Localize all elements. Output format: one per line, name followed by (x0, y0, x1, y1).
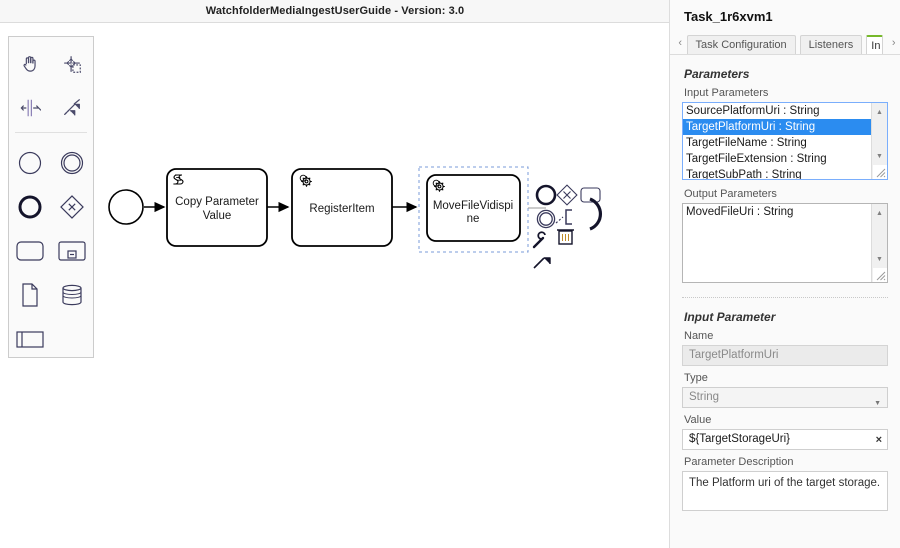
description-label: Parameter Description (684, 456, 794, 468)
task-shape-copy-parameter-value[interactable]: Copy Parameter Value (166, 168, 268, 247)
task-shape-registeritem[interactable]: RegisterItem (291, 168, 393, 247)
tab-listeners[interactable]: Listeners (799, 35, 863, 54)
svg-text:Value: Value (203, 210, 232, 222)
space-tool-icon[interactable] (9, 86, 51, 130)
service-task-icon (299, 174, 312, 187)
script-task-icon (173, 174, 184, 185)
start-event-icon[interactable] (9, 141, 51, 185)
list-item[interactable]: TargetPlatformUri : String (683, 119, 871, 135)
input-list-scrollbar[interactable]: ▲ ▼ (871, 103, 887, 179)
list-item[interactable]: TargetSubPath : String (686, 169, 802, 180)
tab-task-configuration[interactable]: Task Configuration (686, 35, 796, 54)
chevron-down-icon: ▼ (874, 400, 881, 407)
section-separator (682, 297, 888, 298)
tab-scroll-prev[interactable]: ‹ (678, 37, 683, 49)
list-item[interactable]: TargetFileName : String (686, 137, 807, 149)
delete-icon[interactable] (557, 229, 574, 245)
tab-input-output[interactable]: In (866, 35, 884, 54)
panel-divider (669, 0, 670, 548)
lasso-tool-icon[interactable] (51, 42, 93, 86)
hand-tool-icon[interactable] (9, 42, 51, 86)
name-field[interactable]: TargetPlatformUri (682, 345, 888, 366)
svg-text:ne: ne (467, 213, 480, 225)
element-id-title: Task_1r6xvm1 (684, 9, 773, 24)
parameters-heading: Parameters (684, 67, 750, 81)
task-label: RegisterItem (309, 203, 374, 215)
type-select-value: String (689, 391, 720, 403)
output-parameters-list[interactable]: MovedFileUri : String ▲ ▼ (682, 203, 888, 283)
name-label: Name (684, 330, 714, 342)
output-list-scrollbar[interactable]: ▲ ▼ (871, 204, 887, 282)
page-title: WatchfolderMediaIngestUserGuide - Versio… (205, 5, 465, 17)
task-icon[interactable] (9, 229, 51, 273)
properties-tabbar: ‹ Task Configuration Listeners In › (670, 30, 900, 55)
clear-icon[interactable]: × (875, 434, 882, 446)
output-parameters-label: Output Parameters (684, 188, 777, 200)
description-textarea[interactable]: The Platform uri of the target storage. (682, 471, 888, 511)
list-item[interactable]: TargetFileExtension : String (686, 153, 827, 165)
context-pad[interactable] (528, 184, 603, 269)
global-connect-icon[interactable] (533, 257, 551, 269)
value-field-text: ${TargetStorageUri} (689, 433, 791, 445)
data-store-icon[interactable] (51, 273, 93, 317)
type-label: Type (684, 372, 708, 384)
start-event-shape[interactable] (108, 189, 144, 225)
resize-grip-icon[interactable] (873, 268, 887, 282)
scroll-up-icon[interactable]: ▲ (876, 108, 883, 116)
data-object-icon[interactable] (9, 273, 51, 317)
input-parameters-label: Input Parameters (684, 87, 769, 99)
value-label: Value (684, 414, 712, 426)
type-select[interactable]: String ▼ (682, 387, 888, 408)
connect-icon[interactable] (589, 197, 603, 231)
diagram-canvas[interactable]: Copy Parameter Value RegisterItem (0, 23, 669, 548)
bpmn-palette (8, 36, 94, 358)
palette-divider (15, 132, 87, 133)
resize-grip-icon[interactable] (873, 165, 887, 179)
subprocess-icon[interactable] (51, 229, 93, 273)
append-end-event-icon[interactable] (535, 184, 557, 206)
append-gateway-icon[interactable] (556, 184, 578, 206)
append-text-annotation-icon[interactable] (555, 216, 564, 224)
scroll-down-icon[interactable]: ▼ (876, 255, 883, 263)
list-item[interactable]: SourcePlatformUri : String (686, 105, 820, 117)
input-parameters-list[interactable]: SourcePlatformUri : String TargetPlatfor… (682, 102, 888, 180)
global-connect-tool-icon[interactable] (51, 86, 93, 130)
scroll-up-icon[interactable]: ▲ (876, 209, 883, 217)
tab-scroll-next[interactable]: › (891, 37, 896, 49)
bpmn-diagram[interactable]: Copy Parameter Value RegisterItem (0, 23, 669, 548)
append-task-icon[interactable] (580, 187, 601, 203)
exclusive-gateway-icon[interactable] (51, 185, 93, 229)
intermediate-event-icon[interactable] (51, 141, 93, 185)
properties-panel: Task_1r6xvm1 ‹ Task Configuration Listen… (670, 0, 900, 548)
input-parameter-heading: Input Parameter (684, 310, 776, 324)
header-bar: WatchfolderMediaIngestUserGuide - Versio… (0, 0, 670, 23)
service-task-icon (432, 179, 445, 192)
append-intermediate-event-icon[interactable] (536, 209, 556, 229)
participant-icon[interactable] (9, 317, 51, 361)
end-event-icon[interactable] (9, 185, 51, 229)
scroll-down-icon[interactable]: ▼ (876, 152, 883, 160)
value-field[interactable]: ${TargetStorageUri} × (682, 429, 888, 450)
properties-body: Parameters Input Parameters SourcePlatfo… (670, 67, 900, 511)
task-label: MoveFileVidispi (433, 200, 513, 212)
task-label: Copy Parameter (175, 196, 259, 208)
list-item[interactable]: MovedFileUri : String (686, 206, 794, 218)
task-shape-movefilevidispine[interactable]: MoveFileVidispi ne (418, 166, 529, 253)
wrench-icon[interactable] (532, 231, 546, 249)
